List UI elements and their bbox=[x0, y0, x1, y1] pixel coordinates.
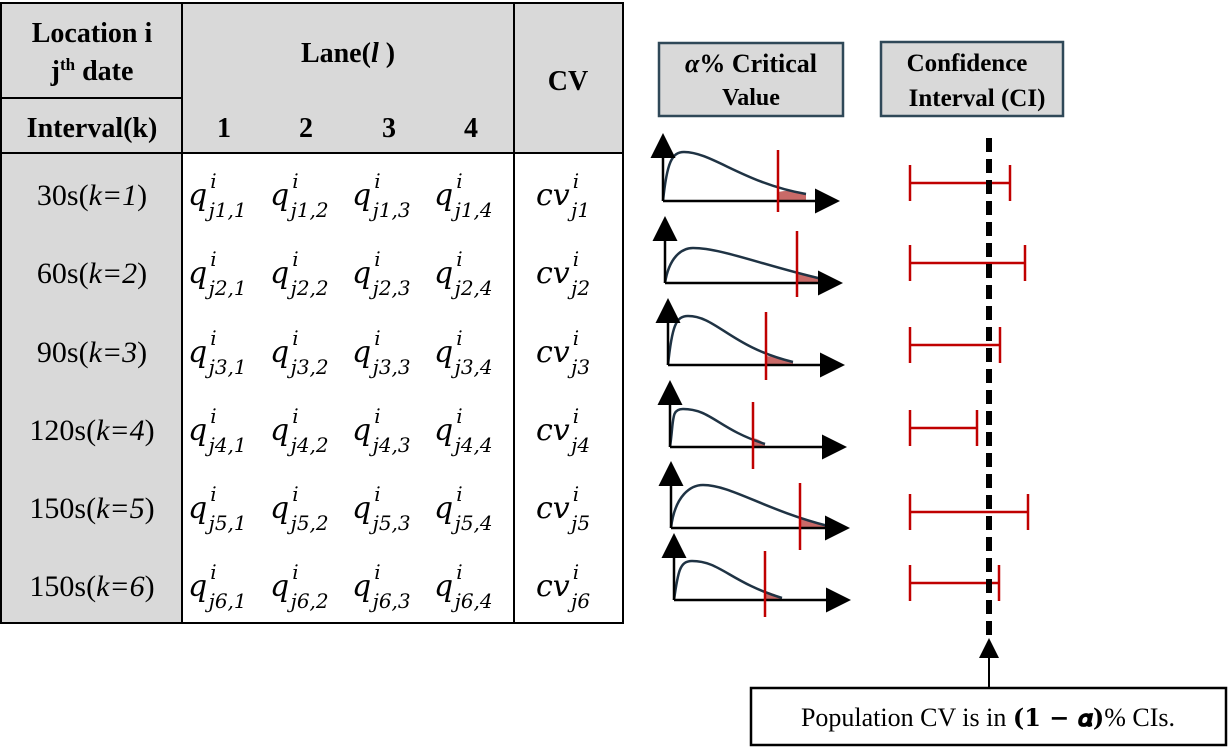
density-curve bbox=[672, 559, 783, 601]
distribution-plot bbox=[657, 380, 847, 469]
confidence-interval bbox=[908, 245, 1027, 281]
lane-number-4: 4 bbox=[464, 113, 478, 144]
conclusion-box-frame bbox=[749, 686, 1228, 747]
lane-number-2: 2 bbox=[299, 113, 313, 144]
confidence-interval-box-frame bbox=[879, 40, 1065, 118]
confidence-interval-title-line1: Confidence bbox=[907, 50, 1028, 77]
confidence-interval-box: Confidence Interval (CI) bbox=[879, 40, 1065, 118]
confidence-interval bbox=[908, 494, 1030, 530]
distribution-plots bbox=[650, 133, 851, 617]
interval-cell: 30s(k=1) bbox=[37, 179, 147, 212]
critical-value-box-frame bbox=[657, 41, 845, 118]
critical-value-title-line2: Value bbox=[722, 85, 780, 111]
interval-cell: 150s(k=6) bbox=[29, 570, 154, 603]
interval-cell: 120s(k=4) bbox=[29, 414, 154, 447]
table-border bbox=[0, 2, 624, 624]
confidence-interval-title-line2: Interval (CI) bbox=[909, 85, 1046, 112]
lane-label: Lane(l ) bbox=[301, 38, 395, 69]
interval-label: Interval(k) bbox=[27, 113, 158, 144]
density-curve bbox=[668, 407, 766, 448]
interval-cell: 150s(k=5) bbox=[29, 492, 154, 525]
rejection-region bbox=[766, 356, 793, 364]
distribution-plot bbox=[650, 133, 840, 214]
distribution-plot bbox=[652, 216, 843, 297]
confidence-interval bbox=[908, 165, 1012, 201]
density-curve bbox=[666, 314, 794, 366]
density-curve bbox=[661, 150, 807, 202]
confidence-interval-bars bbox=[908, 165, 1030, 601]
interval-column-background bbox=[1, 153, 182, 623]
cv-label: CV bbox=[548, 66, 588, 97]
date-label: jth date bbox=[50, 55, 134, 87]
confidence-interval bbox=[908, 565, 1001, 601]
distribution-plot bbox=[658, 461, 850, 550]
conclusion-text: Population CV is in (𝟏 − 𝜶)% CIs. bbox=[801, 703, 1175, 732]
header-background bbox=[1, 3, 623, 153]
conclusion-box: Population CV is in (𝟏 − 𝜶)% CIs. bbox=[749, 686, 1228, 747]
lane-number-1: 1 bbox=[217, 113, 231, 144]
distribution-plot bbox=[661, 533, 851, 617]
rejection-region bbox=[797, 274, 822, 282]
interval-cell: 90s(k=3) bbox=[37, 336, 147, 369]
location-label: Location i bbox=[32, 18, 153, 49]
critical-value-box: α% Critical Value bbox=[657, 41, 845, 118]
density-curve bbox=[669, 483, 829, 529]
data-table: Location i jth date Interval(k) Lane(l )… bbox=[0, 2, 624, 624]
critical-value-title-line1: α% Critical bbox=[685, 49, 817, 78]
lane-number-3: 3 bbox=[382, 113, 396, 144]
confidence-interval bbox=[908, 327, 1002, 363]
confidence-interval bbox=[908, 410, 979, 446]
distribution-plot bbox=[655, 298, 845, 380]
density-curve bbox=[663, 246, 823, 284]
interval-cell: 60s(k=2) bbox=[37, 257, 147, 290]
